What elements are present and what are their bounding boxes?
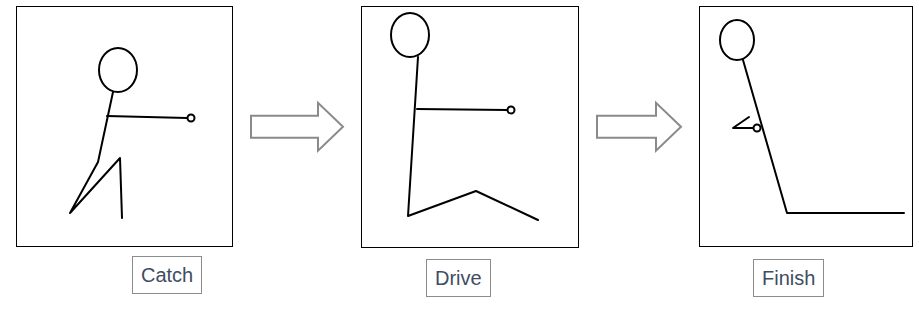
figure-body-legs — [408, 57, 538, 220]
figure-head — [720, 20, 754, 60]
figure-arm — [107, 116, 187, 118]
oar-handle — [754, 125, 761, 132]
phase-label: Finish — [753, 259, 824, 297]
catch-figure — [70, 48, 195, 218]
figure-body-legs — [70, 92, 122, 218]
block-arrow — [597, 103, 681, 151]
oar-handle — [188, 115, 195, 122]
figure-arm — [733, 117, 753, 128]
figure-head — [99, 48, 137, 92]
block-arrow — [251, 103, 343, 151]
phase-label: Catch — [132, 256, 202, 294]
drive-figure — [391, 13, 538, 220]
figure-arm — [417, 109, 507, 110]
illustration-panel: Drive — [361, 6, 579, 248]
figure-head — [391, 13, 429, 57]
phase-label: Drive — [426, 259, 491, 297]
illustration-panel: Finish — [699, 6, 913, 247]
illustration-panel: Catch — [16, 6, 233, 247]
finish-figure — [720, 20, 904, 213]
oar-handle — [508, 107, 515, 114]
figure-body-legs — [743, 60, 904, 213]
